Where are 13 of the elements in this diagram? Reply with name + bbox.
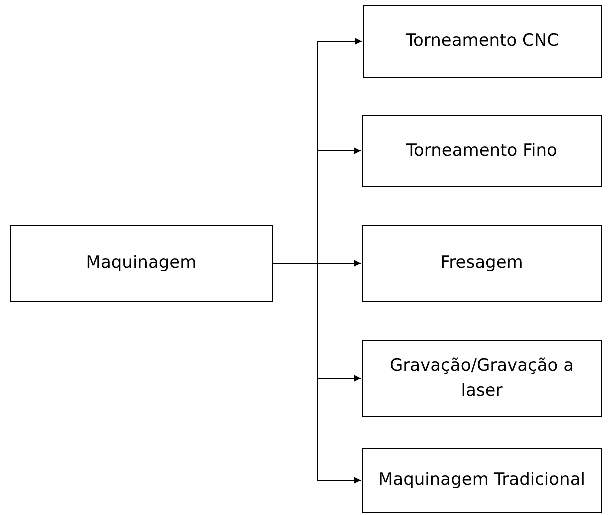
box-label: Torneamento CNC [405,30,560,54]
process-box [362,448,602,513]
box-label: Torneamento Fino [406,140,558,163]
process-box [362,340,602,417]
process-box [10,225,273,302]
box-label: Maquinagem Tradicional [378,469,586,492]
process-box [362,225,602,302]
process-box [362,115,602,187]
arrow [272,263,362,484]
box-label: Maquinagem [85,252,198,276]
box-label: Gravação/Gravação a laser [389,354,575,402]
process-box [363,5,602,78]
box-label: Fresagem [440,252,524,276]
